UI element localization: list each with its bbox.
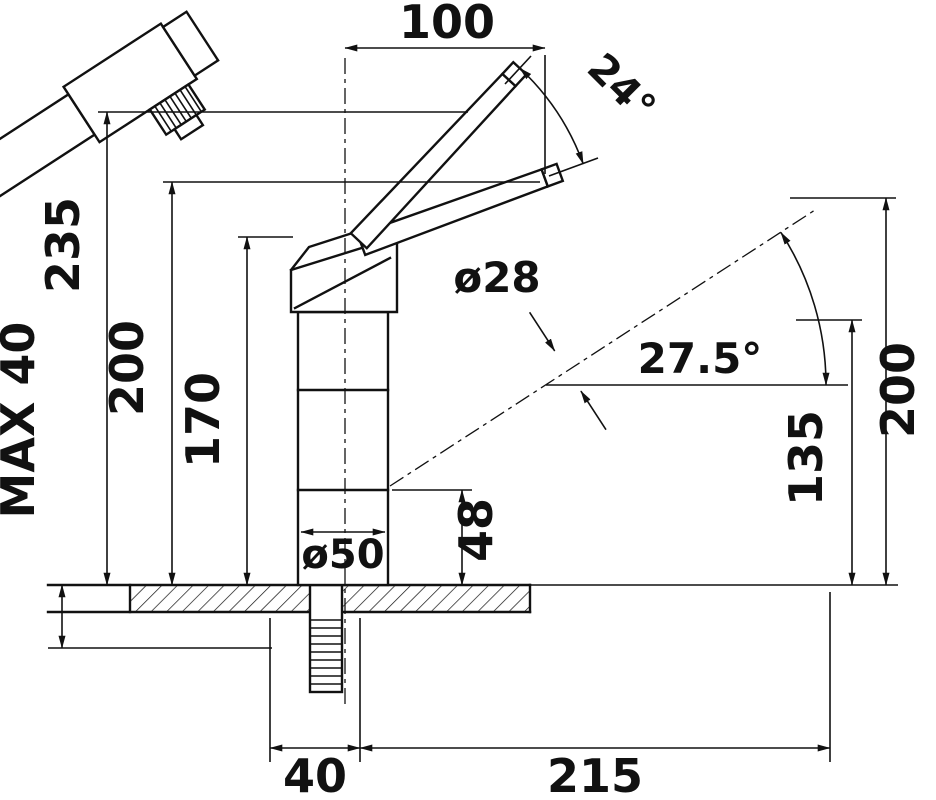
dim-label-reach: 215 xyxy=(547,749,643,800)
dim-label-handle-angle: 24° xyxy=(578,45,664,131)
handle-lowered xyxy=(356,162,565,257)
dim-label-hole-width: 40 xyxy=(283,749,347,800)
dim-label-max-counter: MAX 40 xyxy=(0,322,45,519)
dim-label-head-height: 200 xyxy=(871,342,925,438)
dim-label-base-diameter: ø50 xyxy=(301,532,384,578)
dim-label-spout-angle: 27.5° xyxy=(638,334,763,383)
dim-label-aerator-height: 135 xyxy=(779,410,833,506)
mounting-shank xyxy=(308,583,344,694)
countertop xyxy=(46,583,532,614)
dim-label-top-width: 100 xyxy=(399,0,495,49)
dim-label-base-section: 48 xyxy=(449,498,503,562)
spout xyxy=(0,10,220,323)
dim-label-height-raised: 235 xyxy=(36,197,90,293)
dim-label-height-handle: 200 xyxy=(100,320,154,416)
centerlines xyxy=(344,58,816,705)
spray-head-cap xyxy=(161,10,220,78)
dim-label-height-body: 170 xyxy=(176,372,230,468)
dimension-lines xyxy=(48,44,898,762)
faucet-body xyxy=(289,218,399,587)
spout-centerline xyxy=(389,209,816,487)
dim-label-spout-diameter: ø28 xyxy=(453,253,540,302)
